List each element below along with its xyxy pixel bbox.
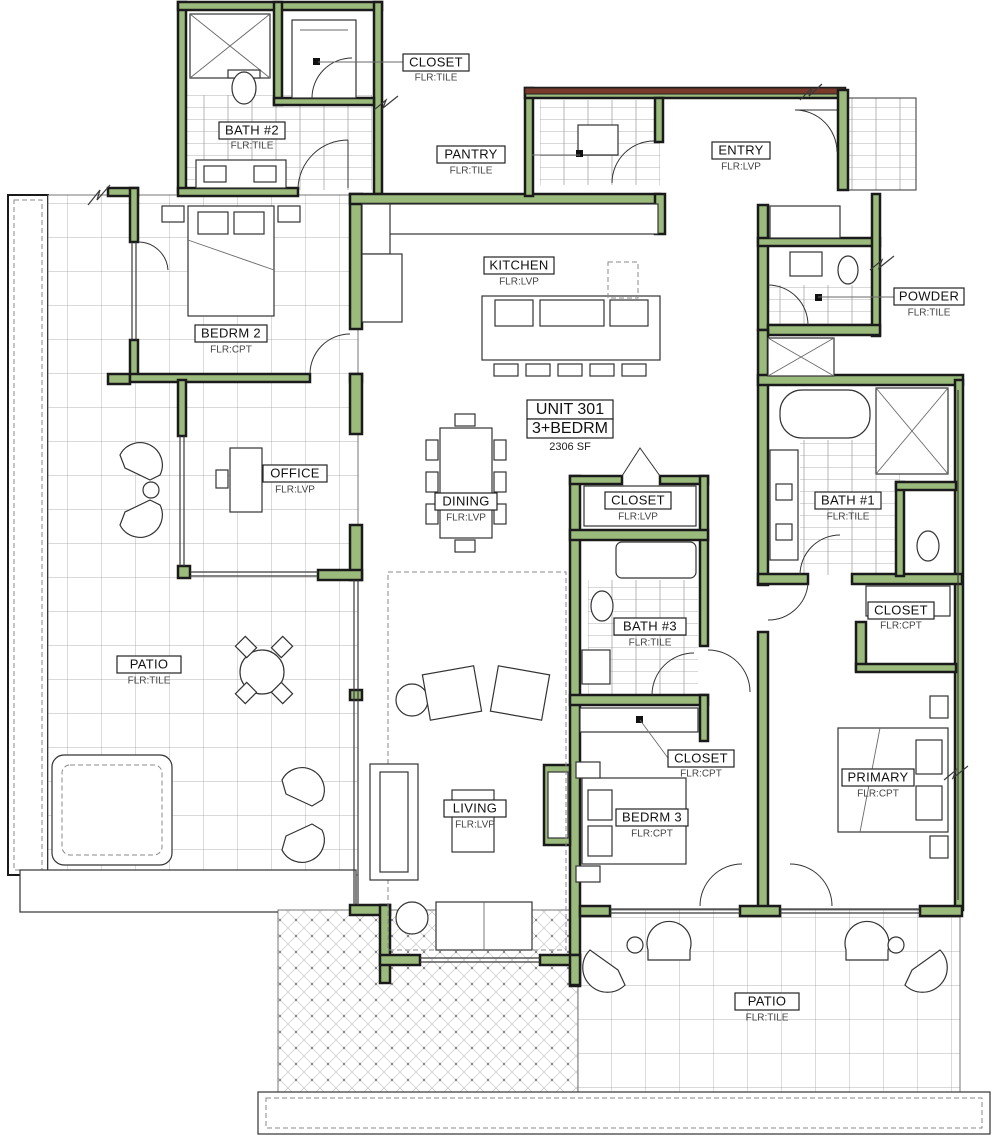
label-primary: PRIMARY FLR:CPT: [841, 768, 915, 800]
svg-text:FLR:LVP: FLR:LVP: [499, 277, 539, 288]
svg-text:FLR:LVP: FLR:LVP: [446, 513, 486, 524]
patio-west-furniture: [51, 442, 325, 866]
label-closet-mid: CLOSET FLR:LVP: [604, 491, 672, 523]
bedroom2-furniture: [137, 205, 351, 375]
kitchen-fixtures: [361, 203, 841, 377]
pantry-fixtures: [576, 124, 655, 184]
svg-text:OFFICE: OFFICE: [270, 465, 319, 480]
svg-text:BEDRM 2: BEDRM 2: [201, 325, 261, 340]
office-furniture: [215, 447, 263, 513]
svg-text:PRIMARY: PRIMARY: [847, 769, 908, 784]
break-marks: [87, 83, 969, 781]
svg-text:FLR:TILE: FLR:TILE: [908, 308, 951, 319]
mech-box: [767, 337, 835, 377]
svg-text:FLR:TILE: FLR:TILE: [450, 166, 493, 177]
bath1-fixtures: [769, 387, 949, 576]
label-closet-bed3: CLOSET FLR:CPT: [667, 749, 735, 780]
unit-title-block: UNIT 301 3+BEDRM 2306 SF: [526, 399, 614, 453]
label-office: OFFICE FLR:LVP: [262, 464, 328, 496]
label-pantry: PANTRY FLR:TILE: [436, 145, 506, 177]
svg-text:FLR:TILE: FLR:TILE: [128, 676, 171, 687]
svg-text:CLOSET: CLOSET: [611, 492, 665, 507]
windows: [131, 242, 959, 963]
svg-text:FLR:CPT: FLR:CPT: [631, 829, 673, 840]
svg-text:FLR:LVP: FLR:LVP: [618, 512, 658, 523]
label-bedrm3: BEDRM 3 FLR:CPT: [615, 808, 689, 840]
svg-text:ENTRY: ENTRY: [718, 142, 763, 157]
label-patio-west: PATIO FLR:TILE: [116, 655, 182, 687]
svg-text:FLR:TILE: FLR:TILE: [415, 73, 458, 84]
bath2-fixtures: [189, 13, 349, 189]
svg-text:LIVING: LIVING: [453, 800, 497, 815]
label-kitchen: KITCHEN FLR:LVP: [483, 256, 555, 288]
label-bath3: BATH #3 FLR:TILE: [613, 617, 687, 649]
svg-text:POWDER: POWDER: [899, 288, 959, 303]
patio-south-dotted-area: [277, 909, 579, 1099]
svg-text:FLR:CPT: FLR:CPT: [857, 789, 899, 800]
label-closet-primary: CLOSET FLR:CPT: [867, 601, 935, 632]
svg-text:FLR:LVP: FLR:LVP: [275, 485, 315, 496]
living-furniture: [369, 571, 567, 951]
patio-south-furniture: [582, 920, 948, 993]
unit-area: 2306 SF: [549, 441, 591, 453]
svg-text:FLR:CPT: FLR:CPT: [680, 769, 722, 780]
label-living: LIVING FLR:LVP: [443, 799, 507, 831]
svg-text:KITCHEN: KITCHEN: [489, 257, 548, 272]
svg-text:CLOSET: CLOSET: [674, 750, 728, 765]
label-bedrm2: BEDRM 2 FLR:CPT: [194, 324, 268, 356]
entry-door: [794, 109, 838, 153]
label-closet-top: CLOSET FLR:TILE: [402, 53, 470, 84]
svg-text:BEDRM 3: BEDRM 3: [622, 809, 682, 824]
unit-type: 3+BEDRM: [532, 420, 608, 437]
dining-furniture: [425, 413, 507, 553]
label-patio-south: PATIO FLR:TILE: [734, 992, 800, 1024]
svg-text:PATIO: PATIO: [130, 656, 169, 671]
svg-text:BATH #1: BATH #1: [821, 492, 875, 507]
powder-fixtures: [767, 251, 859, 326]
svg-text:BATH #2: BATH #2: [225, 122, 279, 137]
label-bath1: BATH #1 FLR:TILE: [814, 491, 882, 523]
label-dining: DINING FLR:LVP: [434, 492, 498, 524]
svg-text:FLR:TILE: FLR:TILE: [629, 638, 672, 649]
walls: [106, 0, 965, 988]
svg-text:CLOSET: CLOSET: [874, 602, 928, 617]
svg-text:DINING: DINING: [442, 493, 489, 508]
primary-furniture: [789, 695, 949, 907]
svg-text:PATIO: PATIO: [748, 993, 787, 1008]
svg-text:PANTRY: PANTRY: [444, 146, 497, 161]
bath3-fixtures: [581, 541, 751, 696]
svg-text:CLOSET: CLOSET: [409, 54, 463, 69]
svg-text:FLR:CPT: FLR:CPT: [210, 345, 252, 356]
svg-text:FLR:TILE: FLR:TILE: [231, 141, 274, 152]
svg-text:FLR:LVP: FLR:LVP: [455, 820, 495, 831]
label-bath2: BATH #2 FLR:TILE: [218, 121, 286, 152]
svg-text:FLR:TILE: FLR:TILE: [746, 1013, 789, 1024]
unit-title: UNIT 301: [536, 401, 604, 418]
svg-text:FLR:CPT: FLR:CPT: [880, 621, 922, 632]
svg-text:FLR:TILE: FLR:TILE: [827, 512, 870, 523]
closet-top-fixtures: [291, 19, 357, 99]
svg-text:BATH #3: BATH #3: [623, 618, 677, 633]
label-powder: POWDER FLR:TILE: [893, 287, 965, 319]
label-entry: ENTRY FLR:LVP: [711, 141, 771, 173]
svg-text:FLR:LVP: FLR:LVP: [721, 162, 761, 173]
